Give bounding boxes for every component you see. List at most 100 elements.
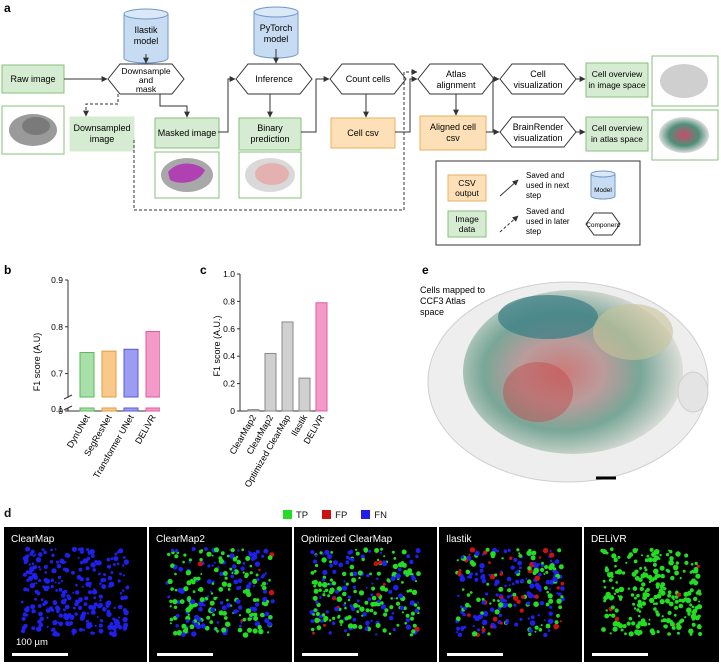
cell-dot [311,627,315,632]
cell-dot [391,550,395,554]
legend-later-line2: used in later [526,217,570,226]
cell-dot [249,613,253,617]
panel-b-category-label: DELiVR [133,413,158,446]
cell-dot [675,561,679,565]
cell-dot [674,605,679,610]
panel-b-category-label: Transformer UNet [91,413,136,481]
cell-dot [481,598,485,601]
cell-dot [196,576,201,581]
cell-dot [183,586,189,592]
cell-dot [404,621,407,625]
cell-dot [212,613,215,617]
cell-dot [183,553,187,557]
cell-dot [120,596,125,601]
cell-dot [643,566,647,569]
ilastik-model-line2: model [134,36,159,46]
cell-dot [328,631,332,635]
downsample-line3: mask [136,84,157,94]
cell-dot [254,602,260,607]
cell-dot [25,570,30,574]
cell-dot [534,625,539,630]
cell-dot [226,602,232,608]
cell-dot [113,629,117,633]
cell-dot [500,621,503,625]
cell-dot [639,586,644,592]
cell-dot [80,549,84,554]
cell-dot [245,608,252,614]
cell-dot [46,625,49,628]
cell-dot [170,563,175,568]
cell-dot [489,602,492,605]
cell-dot [684,553,689,558]
cell-dot [43,577,48,583]
cell-dot [614,608,619,613]
cell-dot [539,601,545,606]
cell-dot [635,623,641,629]
cell-dot [528,628,533,632]
cell-dot [691,569,694,573]
cell-dot [167,578,173,585]
cell-dot [644,558,649,563]
inference-label: Inference [255,74,293,84]
cell-dot [455,616,461,622]
cell-dot [689,603,693,607]
cell-dot [262,585,267,591]
cell-dot [405,613,410,618]
panel-c-chart: c F1 score (A.U.) 00.20.40.60.81.0ClearM… [200,263,328,489]
cell-dot [656,630,660,634]
brainrender-line1: BrainRender [513,122,564,132]
cell-dot [538,628,543,632]
cell-dot [232,557,238,562]
cell-dot [322,593,326,597]
cell-dot [377,623,381,628]
cell-dot [358,576,361,580]
cell-dot [533,601,539,607]
panel-b-bar-stub [101,407,117,412]
cell-dot [93,596,97,600]
cell-dot [100,603,104,607]
cell-dot [633,607,637,610]
cell-dot [397,562,404,568]
cell-dot [240,619,244,623]
cell-dot [658,589,661,593]
cell-dot [658,557,661,560]
cell-dot [370,619,373,623]
cell-dot [103,573,107,577]
micro-label-optimized: Optimized ClearMap [301,534,393,545]
cell-dot [687,612,691,616]
cell-dot [340,624,343,626]
cell-dot [252,598,257,602]
cell-dot [347,623,354,629]
cell-dot [692,612,697,617]
panel-b-letter: b [4,263,11,277]
panel-e-letter: e [422,263,429,277]
cell-dot [618,586,625,593]
cell-dot [371,586,376,591]
cell-dot [218,587,224,592]
panel-d-letter: d [4,506,12,520]
cell-dot [90,609,96,615]
cell-dot [548,588,552,591]
cell-dot [75,590,80,595]
cell-dot [508,584,511,587]
cell-dot [231,572,234,574]
cell-dot [108,631,114,636]
cell-dot [213,561,216,564]
cell-dot [639,566,643,570]
atlas-alignment-line1: Atlas [446,69,467,79]
cell-dot [621,571,626,575]
cell-dot [640,618,646,624]
cell-dot [44,571,47,574]
cell-dot [23,623,28,628]
cell-dot [657,574,661,578]
cell-dot [615,581,618,584]
cell-dot [255,598,260,602]
cell-dot [614,558,618,562]
cell-dot [409,559,414,565]
cell-dot [263,548,269,554]
cell-dot [552,567,557,571]
cell-dot [99,599,102,602]
cell-dot [108,581,115,588]
panel-c-ytick-label: 0.8 [223,296,235,306]
cell-dot [534,582,540,588]
